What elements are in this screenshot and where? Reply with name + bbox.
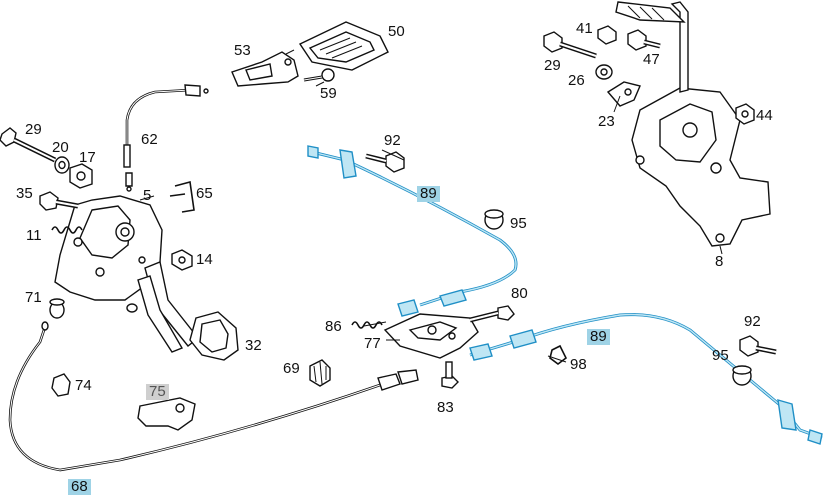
part-label-65: 65 — [196, 185, 213, 202]
part-label-68: 68 — [68, 479, 91, 495]
release-handle-53[interactable] — [231, 51, 299, 87]
front-cable-68[interactable] — [8, 321, 419, 472]
clip-74[interactable] — [51, 373, 71, 397]
part-label-92-upper: 92 — [384, 132, 401, 149]
part-label-8: 8 — [715, 253, 724, 270]
part-label-95-lower: 95 — [712, 347, 729, 364]
part-label-23: 23 — [598, 113, 615, 130]
rear-cable-89-lower[interactable] — [469, 313, 823, 445]
release-cable-62[interactable] — [123, 84, 209, 192]
pedal-assembly[interactable] — [54, 195, 239, 361]
part-label-53: 53 — [234, 42, 251, 59]
part-label-17: 17 — [79, 149, 96, 166]
part-label-29-right: 29 — [544, 57, 561, 74]
nut-17[interactable] — [69, 163, 93, 189]
nut-44[interactable] — [735, 103, 755, 125]
bushing-71[interactable] — [49, 298, 65, 319]
screw-59[interactable] — [303, 68, 335, 82]
part-label-5: 5 — [143, 187, 152, 204]
grip-50[interactable] — [298, 21, 389, 71]
part-label-41: 41 — [576, 20, 593, 37]
bracket-23[interactable] — [606, 81, 641, 107]
part-label-62: 62 — [141, 131, 158, 148]
nut-41[interactable] — [597, 25, 617, 45]
bushing-95-upper[interactable] — [484, 209, 504, 230]
part-label-59: 59 — [320, 85, 337, 102]
part-label-86: 86 — [325, 318, 342, 335]
part-label-75: 75 — [146, 384, 169, 400]
part-label-44: 44 — [756, 107, 773, 124]
part-label-77: 77 — [364, 335, 381, 352]
grommet-69[interactable] — [309, 359, 331, 387]
part-label-29-left: 29 — [25, 121, 42, 138]
bolt-80[interactable] — [469, 305, 515, 323]
bracket-top-plate[interactable] — [615, 1, 686, 23]
equalizer-77[interactable] — [383, 313, 479, 359]
part-label-95-upper: 95 — [510, 215, 527, 232]
bolt-29-left[interactable] — [0, 127, 57, 163]
part-label-80: 80 — [511, 285, 528, 302]
bolt-29-right[interactable] — [543, 31, 597, 59]
bolt-47[interactable] — [627, 29, 661, 51]
part-label-26: 26 — [568, 72, 585, 89]
bolt-83[interactable] — [441, 361, 459, 389]
bracket-75[interactable] — [137, 397, 196, 431]
part-label-32: 32 — [245, 337, 262, 354]
part-label-35: 35 — [16, 185, 33, 202]
bushing-95-lower[interactable] — [732, 365, 752, 386]
rear-cable-89-upper[interactable] — [307, 145, 518, 317]
part-label-74: 74 — [75, 377, 92, 394]
part-label-50: 50 — [388, 23, 405, 40]
part-label-89-upper: 89 — [417, 186, 440, 202]
bolt-92-upper[interactable] — [365, 151, 405, 173]
part-label-69: 69 — [283, 360, 300, 377]
nut-14[interactable] — [171, 249, 193, 271]
part-label-47: 47 — [643, 51, 660, 68]
spring-11[interactable] — [51, 226, 83, 234]
part-label-71: 71 — [25, 289, 42, 306]
leader-lines — [139, 49, 723, 363]
clip-65[interactable] — [169, 180, 195, 213]
washer-20[interactable] — [54, 156, 70, 174]
part-label-20: 20 — [52, 139, 69, 156]
part-label-83: 83 — [437, 399, 454, 416]
bolt-92-lower[interactable] — [739, 335, 777, 357]
washer-26[interactable] — [595, 64, 613, 80]
part-label-11: 11 — [26, 227, 42, 244]
part-label-98: 98 — [570, 356, 587, 373]
part-label-92-lower: 92 — [744, 313, 761, 330]
part-label-89-lower: 89 — [587, 329, 610, 345]
bracket-8[interactable] — [631, 1, 771, 247]
part-label-14: 14 — [196, 251, 213, 268]
nut-bolt-35[interactable] — [39, 191, 79, 211]
